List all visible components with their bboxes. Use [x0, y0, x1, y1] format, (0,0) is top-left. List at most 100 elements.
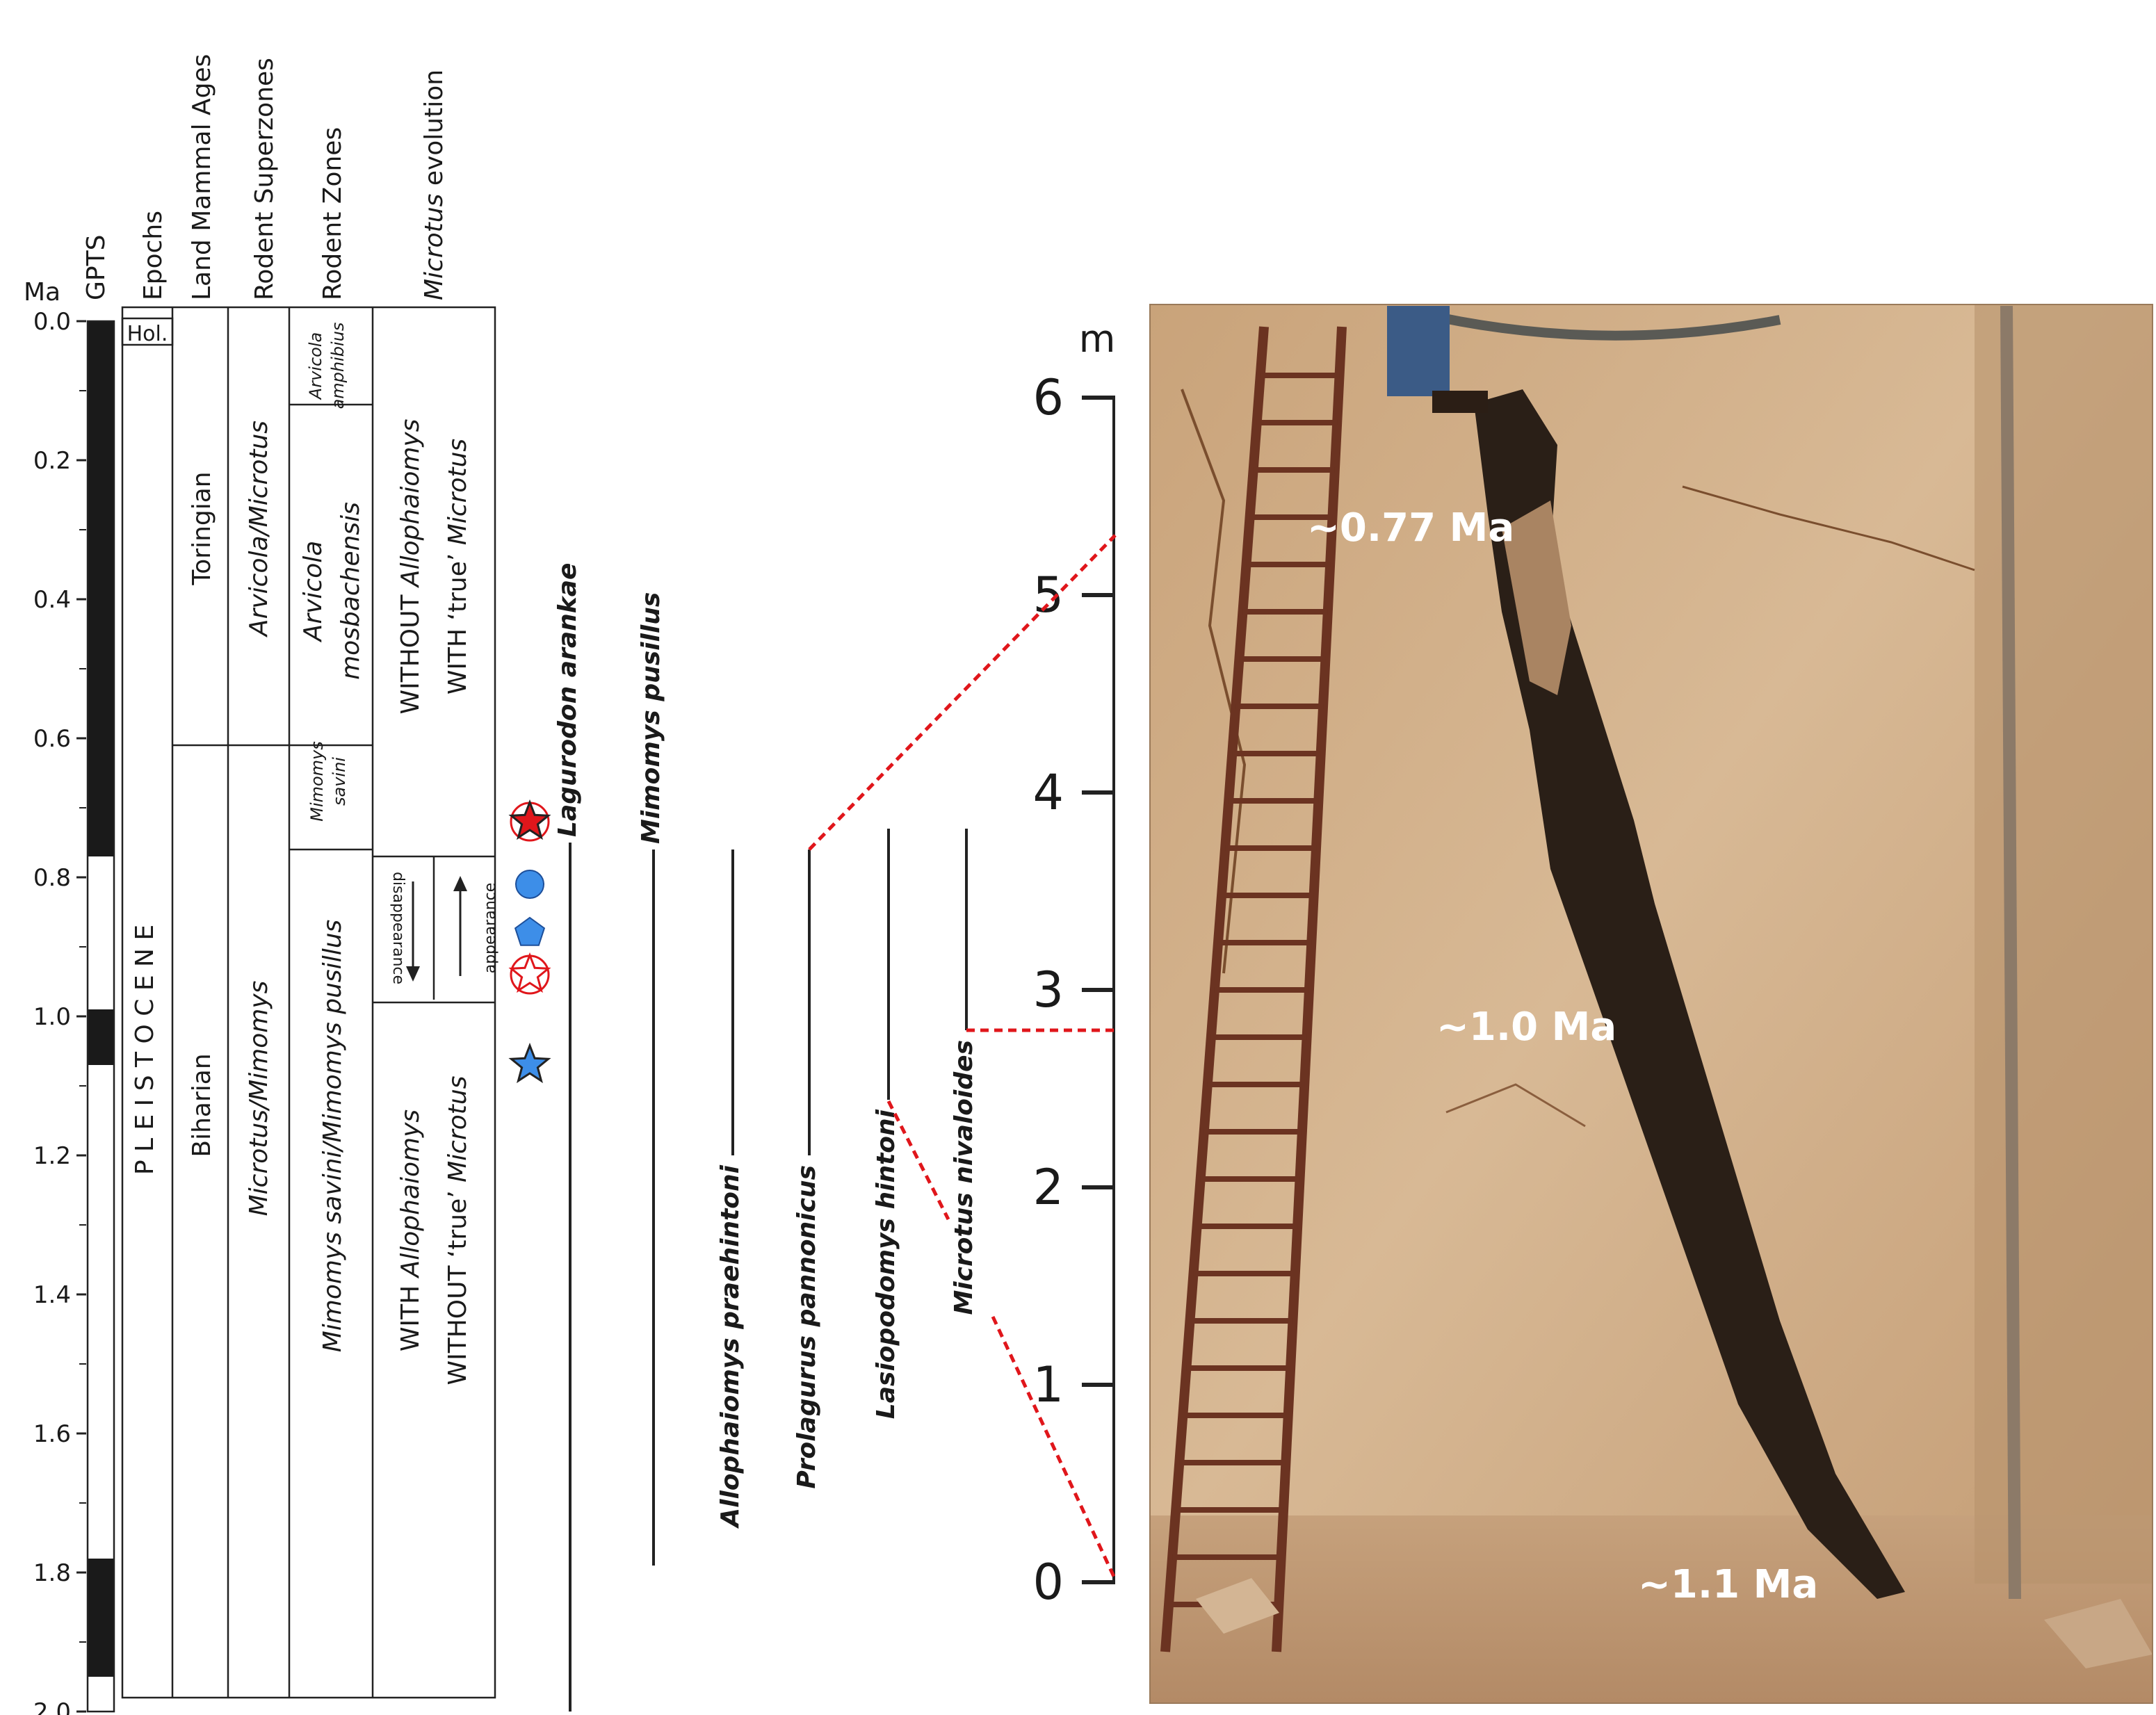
superzone-arvicola-microtus: Arvicola/Microtus [245, 421, 273, 637]
age-tick-label: 0.0 [33, 308, 71, 336]
section-tick-label: 6 [1032, 369, 1064, 426]
age-tick-label: 1.8 [33, 1559, 71, 1587]
fissure-fill [1502, 501, 1571, 695]
age-tick-label: 1.0 [33, 1003, 71, 1031]
gpts-header: GPTS [82, 235, 111, 300]
ma-header: Ma [24, 278, 60, 307]
ladder-rail-right [1272, 326, 1347, 1652]
section-tick-label: 5 [1032, 567, 1064, 624]
evolution-upper-1-a: WITHOUT [396, 587, 425, 714]
taxon-label: Lagurodon arankae [553, 563, 582, 837]
zone-amphibius-genus: Arvicola [306, 332, 325, 400]
hose [1417, 308, 1781, 341]
age-tick-label: 0.4 [33, 586, 71, 614]
holocene-label: Hol. [127, 322, 168, 346]
age-label-077: ~0.77 Ma [1307, 505, 1514, 551]
rock-crack-2 [1682, 485, 1975, 571]
section-tick-label: 3 [1032, 961, 1064, 1018]
evolution-with-true-microtus: WITH ‘true’ Microtus [444, 439, 472, 694]
age-tick-label: 0.8 [33, 864, 71, 892]
section-tick-label: 2 [1032, 1159, 1064, 1216]
marker-star [508, 799, 551, 840]
lma-header: Land Mammal Ages [188, 54, 216, 300]
zone-mimomys-savini: Mimomys savini [307, 741, 349, 822]
zone-arvicola-mosbachensis: Arvicola mosbachensis [299, 502, 365, 680]
marker-star [508, 1042, 551, 1084]
right-block-shadow [1975, 304, 2153, 1584]
age-tick-label: 1.4 [33, 1281, 71, 1309]
age-label-10: ~1.0 Ma [1436, 1005, 1616, 1050]
correlation-line [886, 1100, 950, 1221]
age-axis: 0.00.20.40.60.81.01.21.41.61.82.0 [33, 308, 86, 1715]
stratigraphic-chart: Ma GPTS Epochs Land Mammal Ages Rodent S… [24, 54, 978, 1715]
evolution-with-allophaiomys: WITH Allophaiomys [396, 1110, 425, 1351]
rock-crack-3 [1445, 1083, 1586, 1128]
zone-savini-pusillus: Mimomys savini/Mimomys pusillus [318, 920, 347, 1353]
column-headers: Ma GPTS Epochs Land Mammal Ages Rodent S… [24, 54, 448, 307]
gpts-frame [86, 320, 115, 1713]
gpts-column [86, 320, 115, 1713]
ladder [1160, 326, 1347, 1652]
section-tick-label: 4 [1032, 764, 1064, 821]
section-tick-label: 0 [1032, 1554, 1064, 1611]
section-ticks: 0 1 2 3 4 5 6 [1032, 369, 1115, 1611]
evolution-upper: WITHOUT Allophaiomys WITH ‘true’ Microtu… [396, 419, 472, 715]
worker-boot [1432, 391, 1488, 413]
age-tick-label: 0.6 [33, 725, 71, 753]
fissure [1474, 389, 1905, 1599]
rubble-1 [1196, 1578, 1279, 1634]
evolution-lower-1-b: Allophaiomys [396, 1110, 425, 1279]
evolution-upper-2-b: Microtus [444, 439, 472, 545]
marker-circle [515, 870, 544, 899]
gpts-normal-chron [88, 1065, 114, 1559]
zone-arvicola-amphibius: Arvicola amphibius [306, 323, 348, 409]
gpts-normal-chron [88, 856, 114, 1009]
evolution-lower-2-a: WITHOUT ‘true’ [444, 1182, 472, 1385]
gpts-normal-chron [88, 1677, 114, 1712]
transition-appearance: appearance [482, 883, 499, 974]
section-unit: m [1079, 317, 1116, 361]
worker-legs [1387, 306, 1450, 396]
zone-amphibius-species: amphibius [328, 323, 348, 409]
marker-star [508, 952, 551, 993]
taxon-label: Lasiopodomys hintoni [872, 1109, 900, 1419]
evolution-lower-2-b: Microtus [444, 1076, 472, 1182]
evolution-lower: WITH Allophaiomys WITHOUT ‘true’ Microtu… [396, 1076, 472, 1385]
evolution-without-true-microtus: WITHOUT ‘true’ Microtus [444, 1076, 472, 1385]
age-tick-label: 1.6 [33, 1420, 71, 1448]
marker-pentagon [514, 916, 546, 946]
rock-crack-1 [1181, 389, 1247, 974]
evolution-upper-1-b: Allophaiomys [396, 419, 425, 589]
taxon-label: Allophaiomys praehintoni [716, 1164, 745, 1529]
site-markers [508, 799, 551, 1084]
evolution-upper-2-a: WITH ‘true’ [444, 545, 472, 694]
toringian-label: Toringian [188, 471, 216, 585]
evolution-header: Microtus evolution [420, 70, 448, 300]
evolution-transition: disappearance appearance [389, 856, 499, 1000]
holocene-box [121, 317, 174, 346]
evolution-without-allophaiomys: WITHOUT Allophaiomys [396, 419, 425, 715]
zones-header: Rodent Zones [318, 127, 347, 300]
epochs-header: Epochs [139, 211, 168, 300]
biharian-label: Biharian [188, 1053, 216, 1157]
zone-mosbachensis-genus: Arvicola [299, 541, 327, 643]
evolution-lower-1-a: WITH [396, 1277, 425, 1351]
zone-savini-genus: Mimomys [307, 741, 327, 822]
ladder-rungs [1169, 373, 1340, 1607]
rubble-2 [2044, 1599, 2153, 1668]
section-tick-label: 1 [1032, 1356, 1064, 1413]
zone-mosbachensis-species: mosbachensis [337, 502, 365, 680]
appearance-arrowhead [453, 876, 467, 891]
age-tick-label: 1.2 [33, 1142, 71, 1170]
correlation-line [808, 534, 1117, 851]
correlation-line [991, 1315, 1117, 1581]
superzones-header: Rodent Superzones [250, 58, 279, 300]
age-tick-label: 2.0 [33, 1698, 71, 1715]
taxon-label: Microtus nivaloides [950, 1040, 978, 1315]
age-label-11: ~1.1 Ma [1638, 1562, 1818, 1607]
taxon-label: Prolagurus pannonicus [793, 1165, 821, 1489]
transition-disappearance: disappearance [389, 872, 407, 984]
measured-section: m 0 1 2 3 4 5 6 [1032, 317, 1115, 1611]
